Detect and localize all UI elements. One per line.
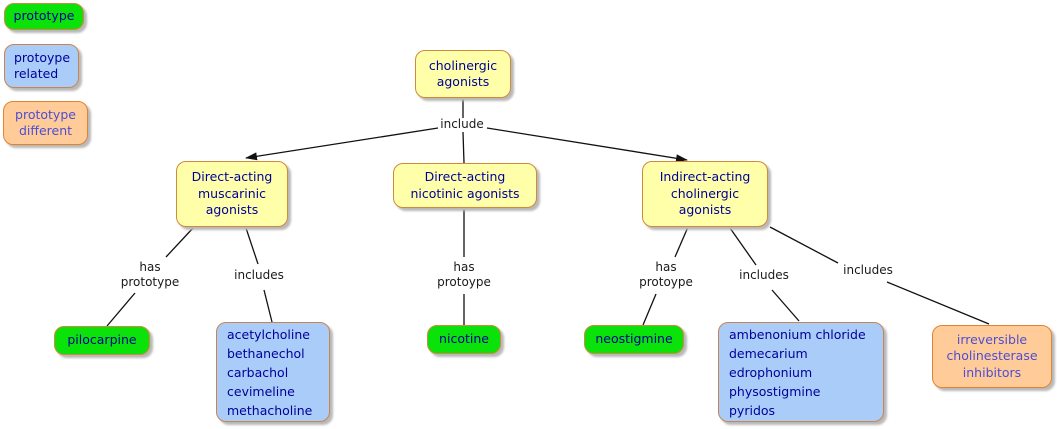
edge-muscarinic-hasprototype-top: [165, 227, 194, 258]
concept-node-nicotine[interactable]: nicotine: [427, 325, 501, 354]
edge-hasprotoype-neostigmine: [642, 293, 657, 326]
concept-node-muscarinic-drugs[interactable]: acetylcholine bethanechol carbachol cevi…: [216, 322, 330, 422]
edge-hasprototype-pilocarpine: [106, 292, 136, 327]
edge-indirect-hasprotoype-top: [674, 226, 689, 258]
concept-node-pilocarpine[interactable]: pilocarpine: [54, 326, 150, 355]
edge-muscarinic-includes-top: [245, 227, 259, 265]
link-label-includes-indirect-1[interactable]: includes: [739, 268, 789, 282]
link-label-has-protoype-indirect[interactable]: has protoype: [639, 260, 693, 290]
edge-includes1-indirectdrugs: [771, 289, 800, 322]
edge-indirect-includes1-top: [729, 227, 757, 266]
concept-node-indirect-drugs[interactable]: ambenonium chloride demecarium edrophoni…: [718, 322, 884, 422]
concept-node-direct-nicotinic[interactable]: Direct-acting nicotinic agonists: [393, 163, 537, 208]
link-label-includes-indirect-2[interactable]: includes: [843, 263, 893, 277]
concept-node-irreversible-inhibitors[interactable]: irreversible cholinesterase inhibitors: [932, 325, 1052, 388]
edge-includes2-irreversible: [886, 281, 990, 325]
link-label-has-prototype-muscarinic[interactable]: has prototype: [120, 260, 180, 290]
edge-group: [106, 99, 990, 327]
link-label-has-protoype-nicotinic[interactable]: has protoype: [437, 260, 491, 290]
legend-item-prototype-different[interactable]: prototype different: [3, 101, 88, 145]
link-label-include[interactable]: include: [440, 117, 484, 131]
edge-include-indirect-arrow: [486, 127, 688, 163]
edge-include-muscarinic-arrow: [245, 127, 439, 161]
concept-node-direct-muscarinic[interactable]: Direct-acting muscarinic agonists: [176, 161, 288, 227]
edge-indirect-includes2-top: [769, 226, 839, 264]
edge-include-nicotinic: [462, 131, 465, 164]
legend-item-prototype-related[interactable]: protoype related: [4, 44, 79, 88]
edge-includes-muscarinicdrugs: [263, 289, 273, 323]
concept-node-cholinergic-agonists[interactable]: cholinergic agonists: [415, 50, 511, 98]
legend-item-prototype[interactable]: prototype: [4, 3, 84, 30]
concept-node-indirect-cholinergic[interactable]: Indirect-acting cholinergic agonists: [642, 161, 768, 227]
link-label-includes-muscarinic[interactable]: includes: [234, 268, 284, 282]
concept-node-neostigmine[interactable]: neostigmine: [584, 325, 684, 354]
